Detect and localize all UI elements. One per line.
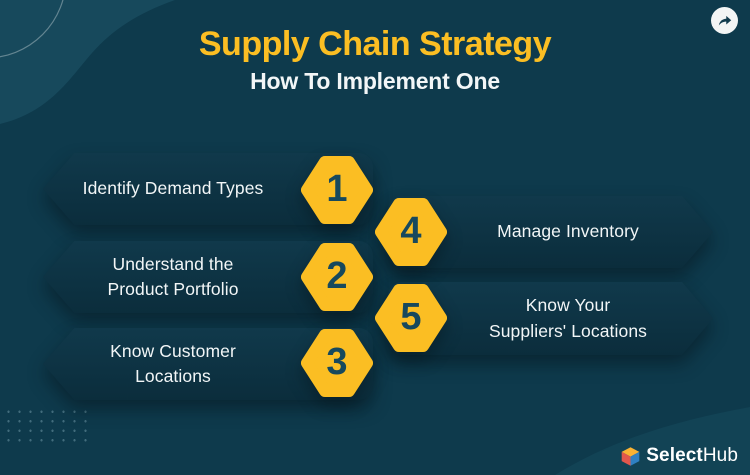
step-label-3: Know Customer Locations <box>110 340 236 386</box>
step-label-5: Know Your Suppliers' Locations <box>488 295 648 341</box>
step-label-4: Manage Inventory <box>497 221 639 242</box>
step-number-5: 5 <box>400 295 422 338</box>
hexagon-shape <box>375 284 447 352</box>
hexagon-shape <box>301 329 373 397</box>
dot-grid-decoration <box>3 407 91 445</box>
step-hexagon-2: 2 <box>297 239 377 315</box>
page-title: Supply Chain Strategy <box>198 25 552 63</box>
hexagon-shape <box>301 156 373 224</box>
page-subtitle: How To Implement One <box>250 68 500 95</box>
step-number-4: 4 <box>400 209 422 252</box>
brand-name-bold: Select <box>646 445 703 466</box>
header: Supply Chain Strategy How To Implement O… <box>0 25 750 95</box>
step-number-2: 2 <box>326 254 348 297</box>
hexagon-shape <box>375 198 447 266</box>
step-number-3: 3 <box>326 340 348 383</box>
selecthub-cube-icon <box>621 446 640 466</box>
step-label-2: Understand the Product Portfolio <box>107 253 239 299</box>
step-hexagon-4: 4 <box>371 194 451 270</box>
step-label-1: Identify Demand Types <box>82 178 264 199</box>
share-arrow-icon <box>718 15 732 26</box>
step-number-1: 1 <box>326 167 348 210</box>
brand-name: SelectHub <box>646 445 738 467</box>
brand-name-regular: Hub <box>702 445 738 466</box>
step-hexagon-5: 5 <box>371 280 451 356</box>
step-hexagon-1: 1 <box>297 152 377 228</box>
hexagon-shape <box>301 243 373 311</box>
brand-logo[interactable]: SelectHub <box>620 445 738 467</box>
share-button[interactable] <box>711 7 738 34</box>
step-hexagon-3: 3 <box>297 325 377 401</box>
